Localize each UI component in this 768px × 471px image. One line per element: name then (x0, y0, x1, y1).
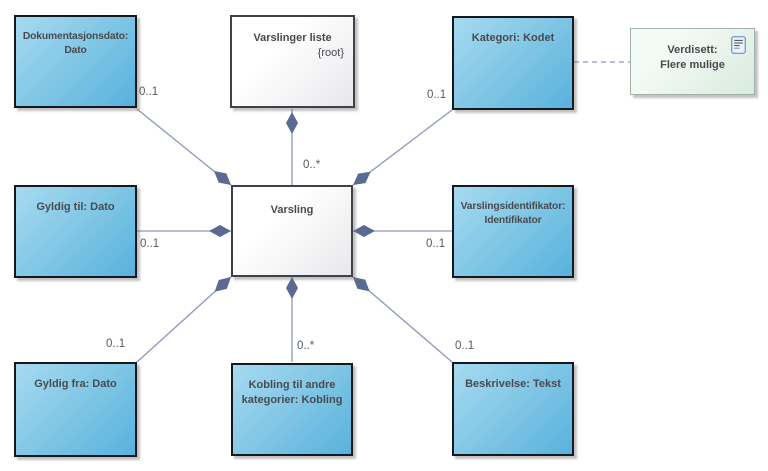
node-dokumentasjonsdato[interactable]: Dokumentasjonsdato: Dato (14, 15, 137, 108)
multiplicity-gyldig-fra: 0..1 (106, 338, 126, 350)
composition-diamond-bottom-left (214, 277, 231, 292)
composition-diamond-top-left (213, 171, 232, 185)
node-label: Kategori: Kodet (471, 32, 555, 44)
composition-diamond-varslinger-liste (286, 112, 298, 134)
node-label: Beskrivelse: Tekst (465, 378, 561, 390)
node-label: Kobling til andre kategorier: Kobling (241, 379, 343, 406)
document-icon (731, 36, 746, 59)
note-line-2: Flere mulige (660, 58, 725, 71)
multiplicity-kobling: 0..* (297, 340, 315, 352)
multiplicity-gyldig-til: 0..1 (140, 238, 160, 250)
node-varslinger-liste[interactable]: Varslinger liste {root} (230, 15, 355, 108)
node-varsling[interactable]: Varsling (231, 185, 353, 277)
node-label: Varslinger liste (253, 32, 332, 44)
composition-diamond-right (353, 225, 375, 237)
multiplicity-kategori: 0..1 (427, 89, 447, 101)
node-stereotype-root: {root} (317, 46, 344, 59)
node-label: Varsling (270, 204, 314, 216)
multiplicity-varslingsidentifikator: 0..1 (426, 238, 446, 250)
node-label: Gyldig til: Dato (36, 201, 115, 213)
node-varslingsidentifikator[interactable]: Varslingsidentifikator: Identifikator (452, 185, 574, 278)
note-line-1: Verdisett: (667, 44, 718, 56)
composition-diamond-bottom (286, 277, 298, 299)
composition-diamond-bottom-right (352, 277, 370, 292)
composition-diamond-top-right (353, 171, 371, 186)
node-kobling[interactable]: Kobling til andre kategorier: Kobling (231, 363, 353, 456)
multiplicity-varslinger-liste: 0..* (303, 159, 321, 171)
multiplicity-dokumentasjonsdato: 0..1 (139, 86, 159, 98)
node-label: Varslingsidentifikator: Identifikator (460, 201, 566, 226)
composition-diamond-left (209, 225, 231, 237)
node-verdisett-note[interactable]: Verdisett: Flere mulige (630, 28, 755, 95)
node-kategori[interactable]: Kategori: Kodet (452, 16, 574, 110)
node-beskrivelse[interactable]: Beskrivelse: Tekst (452, 362, 574, 456)
node-gyldig-fra[interactable]: Gyldig fra: Dato (14, 362, 137, 457)
node-gyldig-til[interactable]: Gyldig til: Dato (14, 185, 137, 278)
multiplicity-beskrivelse: 0..1 (455, 340, 475, 352)
node-label: Gyldig fra: Dato (34, 378, 117, 390)
node-label: Dokumentasjonsdato: Dato (22, 31, 129, 56)
